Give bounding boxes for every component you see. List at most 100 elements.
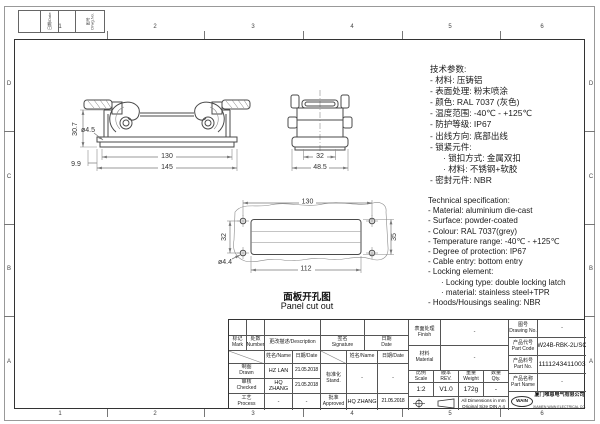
zone-row-c-left: C <box>6 174 12 180</box>
spec-block-en: Technical specification: - Material: alu… <box>428 196 566 308</box>
finish-label: 表面处理 Finish <box>409 320 441 346</box>
company-cell: WAIN 厦门唯恩电气有限公司 XIAMEN WAIN ELECTRICAL C… <box>509 392 586 410</box>
spec-en-line: - Material: aluminium die-cast <box>428 206 533 216</box>
part-name-value: - <box>538 374 586 392</box>
zone-tick <box>204 31 205 39</box>
company-name-en: XIAMEN WAIN ELECTRICAL CO.,LTD <box>533 404 586 409</box>
header-number: 处数 Number <box>247 336 265 351</box>
projection-symbols-cell <box>409 397 459 410</box>
header-signature: 签名 Signature <box>321 336 365 351</box>
zone-tick <box>4 316 14 317</box>
rev-empty-cell <box>229 320 247 336</box>
zone-row-a-right: A <box>588 359 593 365</box>
approved-label: 批准 Approved <box>321 394 347 410</box>
wain-logo: WAIN <box>511 395 533 407</box>
spec-cn-line: - 锁紧元件: <box>430 141 472 152</box>
dim-hole: ø4.5 <box>81 127 95 134</box>
material-value: - <box>441 346 509 371</box>
panel-caption-en: Panel cut out <box>280 301 334 311</box>
weight-value: 172g <box>459 383 484 397</box>
approved-date: 21.05.2018 <box>378 394 409 410</box>
part-code-value: W24B-RBK-2L/SC <box>538 338 586 356</box>
rev-value: V1.0 <box>434 383 459 397</box>
zone-tick <box>402 31 403 39</box>
zone-tick <box>402 409 403 417</box>
zone-col-4-top: 4 <box>350 24 354 30</box>
checked-label: 审核 Checked <box>229 379 265 394</box>
panel-caption-cn: 面板开孔图 <box>283 292 331 303</box>
corner-stamp-table: 日期/Date 图号 Drwg.No. <box>18 10 105 33</box>
zone-col-5-top: 5 <box>448 24 452 30</box>
zone-row-d-right: D <box>588 81 594 87</box>
dim-inner-width: 130 <box>161 153 173 160</box>
header-description: 更改描述/Description <box>265 336 321 351</box>
dim-height: 30.7 <box>72 122 79 136</box>
zone-tick <box>107 31 108 39</box>
spec-cn-line: - 材料: 压铸铝 <box>430 75 483 86</box>
spec-en-line: - Degree of protection: IP67 <box>428 247 527 257</box>
material-label: 材料 Material <box>409 346 441 371</box>
front-housing-outline <box>83 99 251 148</box>
stand-name: - <box>347 364 378 394</box>
drawn-label: 制图 Drawn <box>229 364 265 379</box>
rev-empty-cell <box>247 320 265 336</box>
spec-en-line: - Temperature range: -40℃ - +125℃ <box>428 236 560 246</box>
dim-cutout-height: 35 <box>391 233 398 241</box>
zone-col-2-bottom: 2 <box>153 411 157 417</box>
panel-cutout-drawing: 130 112 32 35 ø4.4 <box>218 197 398 273</box>
spec-cn-line: - 密封元件: NBR <box>430 174 492 185</box>
header-mark: 标记 Mark <box>229 336 247 351</box>
rev-label: 版本 REV. <box>434 371 459 383</box>
zone-row-d-left: D <box>6 81 12 87</box>
zone-col-1-top: 1 <box>58 24 62 30</box>
process-label: 工艺 Process <box>229 394 265 410</box>
process-name: - <box>265 394 293 410</box>
dim-hole-span-v: 32 <box>221 233 228 241</box>
dim-inner-width: 32 <box>316 153 324 160</box>
subheader-date-right: 日期/Date <box>378 351 409 364</box>
zone-col-3-top: 3 <box>251 24 255 30</box>
spec-cn-line: · 材料: 不锈钢+软胶 <box>443 163 518 174</box>
spec-en-line: - Hoods/Housings sealing: NBR <box>428 298 541 308</box>
drawing-no-value: - <box>538 320 586 338</box>
panel-plate-outline <box>233 202 389 262</box>
outer-border <box>4 6 595 421</box>
part-no-value: 1111243411003 <box>538 356 586 374</box>
subheader-name-right: 姓名/Name <box>347 351 378 364</box>
zone-col-2-top: 2 <box>153 24 157 30</box>
zone-tick <box>585 131 595 132</box>
header-date: 日期 Date <box>365 336 409 351</box>
zone-tick <box>4 224 14 225</box>
zone-col-4-bottom: 4 <box>350 411 354 417</box>
zone-col-6-bottom: 6 <box>540 411 544 417</box>
dim-outer-width: 48.5 <box>313 164 327 171</box>
zone-tick <box>585 224 595 225</box>
stamp-cell-date: 日期/Date <box>41 11 59 32</box>
part-name-label: 产品名称 Part Name <box>509 374 538 392</box>
subheader-name-left: 姓名/Name <box>265 351 293 364</box>
zone-col-3-bottom: 3 <box>251 411 255 417</box>
rev-empty-cell <box>365 320 409 336</box>
first-angle-projection-icon <box>412 398 454 409</box>
front-view-drawing: 30.7 ø4.5 9.9 130 145 <box>71 99 251 171</box>
finish-value: - <box>441 320 509 346</box>
panel-dimensions: 130 112 32 35 ø4.4 <box>218 197 398 273</box>
spec-cn-line: - 防护等级: IP67 <box>430 119 492 130</box>
zone-tick <box>500 31 501 39</box>
zone-row-c-right: C <box>588 174 594 180</box>
spec-cn-line: - 表面处理: 粉末喷涂 <box>430 86 508 97</box>
spec-block-cn: 技术参数: - 材料: 压铸铝 - 表面处理: 粉末喷涂 - 颜色: RAL 7… <box>430 64 532 186</box>
dim-offset: 9.9 <box>71 161 81 168</box>
spec-en-line: - Surface: powder-coated <box>428 216 518 226</box>
drawn-name: HZ LAN <box>265 364 293 379</box>
diagonal-cell <box>229 351 265 364</box>
dim-outer-width: 145 <box>161 164 173 171</box>
spec-en-line: - Locking element: <box>428 267 494 277</box>
side-view-drawing: 32 48.5 <box>287 90 353 171</box>
diagonal-cell <box>321 351 347 364</box>
drawing-no-label: 图号 Drawing No. <box>509 320 538 338</box>
zone-row-b-right: B <box>588 266 593 272</box>
zone-col-1-bottom: 1 <box>58 411 62 417</box>
spec-cn-line: · 锁扣方式: 金属双扣 <box>443 152 521 163</box>
spec-en-line: Technical specification: <box>428 196 510 205</box>
